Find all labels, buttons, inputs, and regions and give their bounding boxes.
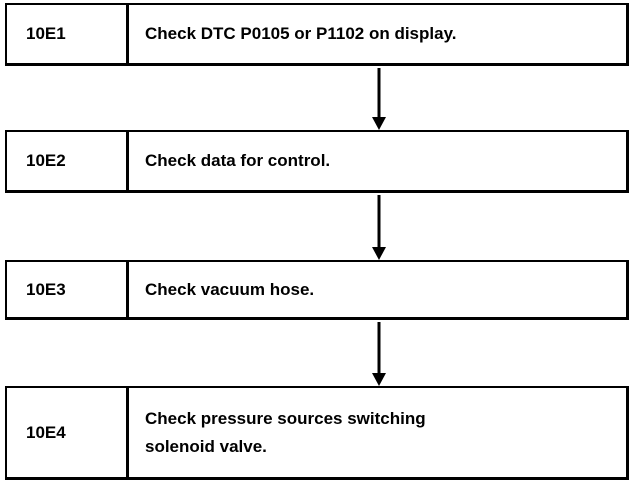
step-box-10e4: 10E4 Check pressure sources switching so…	[5, 386, 629, 480]
step-code: 10E4	[7, 388, 129, 477]
step-code: 10E3	[7, 262, 129, 317]
step-box-10e1: 10E1 Check DTC P0105 or P1102 on display…	[5, 3, 629, 66]
step-box-10e2: 10E2 Check data for control.	[5, 130, 629, 193]
arrow-10e3-to-10e4	[372, 322, 386, 386]
step-code: 10E1	[7, 5, 129, 63]
arrow-10e1-to-10e2	[372, 68, 386, 130]
step-code: 10E2	[7, 132, 129, 190]
step-description: Check data for control.	[145, 151, 331, 170]
arrow-10e2-to-10e3	[372, 195, 386, 260]
step-description: Check DTC P0105 or P1102 on display.	[145, 24, 457, 43]
step-box-10e3: 10E3 Check vacuum hose.	[5, 260, 629, 320]
step-description: Check pressure sources switching solenoi…	[145, 408, 426, 456]
step-description: Check vacuum hose.	[145, 279, 315, 299]
